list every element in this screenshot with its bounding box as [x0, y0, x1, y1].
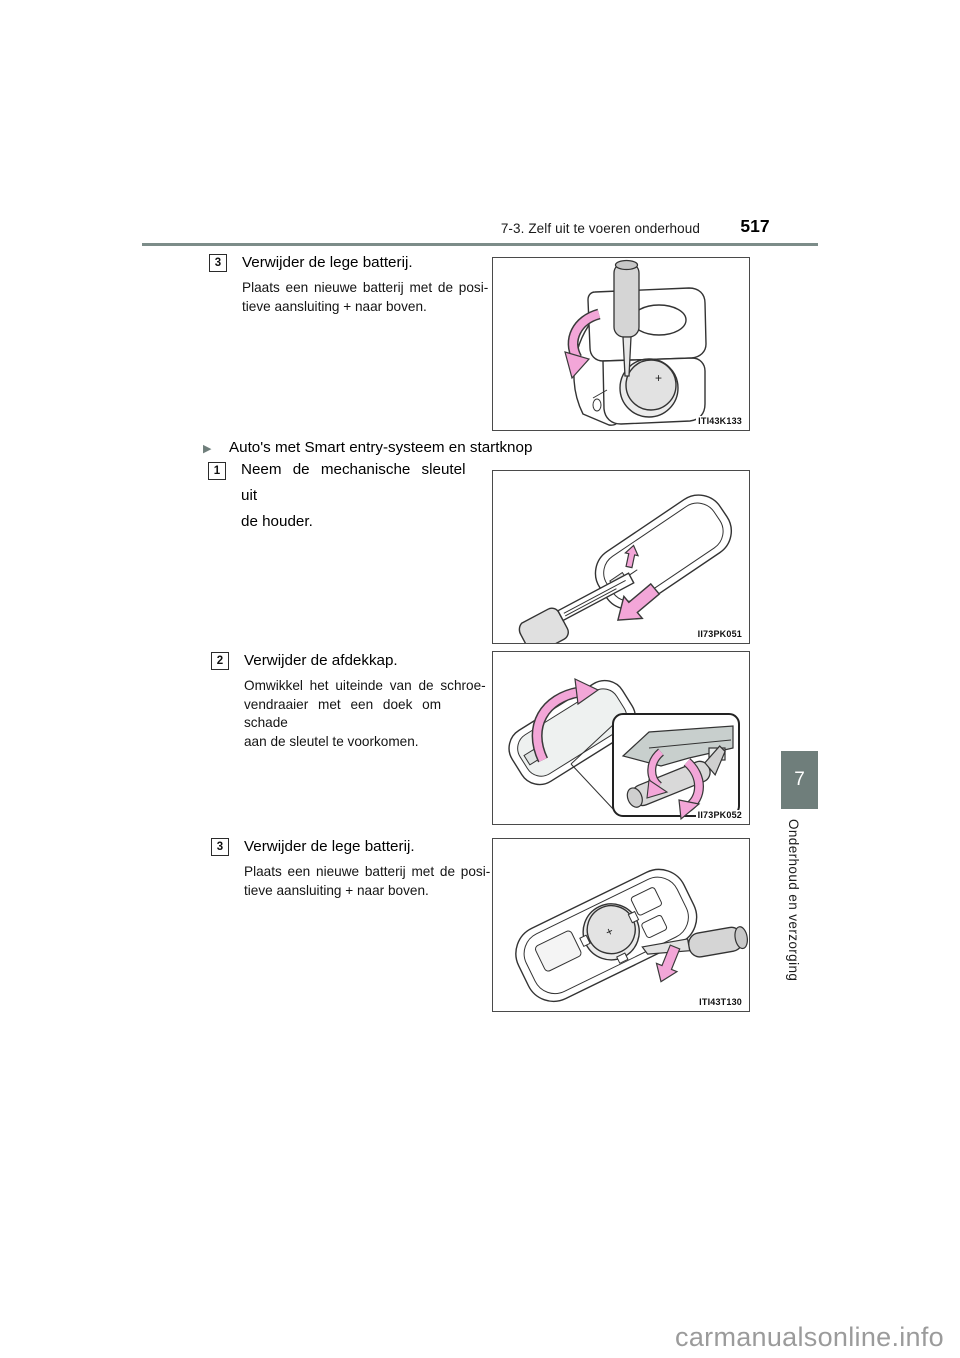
screwdriver-icon	[641, 926, 748, 958]
step-title-line: Neem de mechanische sleutel uit	[241, 461, 466, 504]
step-number-box: 3	[209, 254, 227, 272]
battery-plus-mark: +	[655, 371, 662, 385]
subsection-heading-text: Auto's met Smart entry-systeem en startk…	[229, 439, 533, 456]
chapter-title-vertical: Onderhoud en verzorging	[786, 819, 801, 982]
cover-removal-illustration	[508, 677, 740, 821]
right-triangle-bullet-icon: ▶	[203, 443, 212, 455]
body-line: tieve aansluiting + naar boven.	[244, 882, 429, 898]
step-title: Verwijder de afdekkap.	[244, 652, 398, 669]
body-line: Omwikkel het uiteinde van de schroe-	[244, 678, 486, 693]
chapter-tab: 7	[781, 751, 818, 809]
step-number-box: 3	[211, 838, 229, 856]
figure-smart-key-battery: + ITI43T130	[492, 838, 750, 1012]
header-section-title: 7-3. Zelf uit te voeren onderhoud	[500, 221, 700, 236]
body-line: vendraaier met een doek om schade	[244, 696, 442, 731]
pink-curved-arrow-icon	[531, 677, 600, 763]
figure-caption: ITI43K133	[696, 416, 742, 426]
pink-rotation-arrows-icon	[646, 748, 704, 821]
flip-key-battery-illustration: +	[564, 259, 707, 426]
smart-key-mechanical-key-illustration	[518, 494, 733, 643]
step-remove-mechanical-key: 1 Neem de mechanische sleutel uit de hou…	[208, 461, 488, 535]
header-page-number: 517	[740, 216, 770, 236]
step-number-box: 2	[211, 652, 229, 670]
body-line: Plaats een nieuwe batterij met de posi-	[242, 280, 489, 295]
body-line: tieve aansluiting + naar boven.	[242, 298, 427, 314]
step-body: Plaats een nieuwe batterij met de posi- …	[242, 279, 489, 316]
step-body: Omwikkel het uiteinde van de schroe- ven…	[244, 677, 491, 751]
watermark-text: carmanualsonline.info	[675, 1322, 944, 1352]
figure-caption: ITI43T130	[697, 997, 742, 1007]
header-rule	[142, 243, 818, 246]
step-title-line: de houder.	[241, 513, 313, 530]
step-remove-cover: 2 Verwijder de afdekkap. Omwikkel het ui…	[211, 651, 491, 751]
step-title: Verwijder de lege batterij.	[242, 254, 413, 271]
step-number-box: 1	[208, 462, 226, 480]
body-line: Plaats een nieuwe batterij met de posi-	[244, 864, 491, 879]
figure-caption: II73PK051	[695, 629, 742, 639]
figure-smart-key-mechanical-key: II73PK051	[492, 470, 750, 644]
smart-key-battery-illustration: +	[515, 868, 748, 1003]
body-line: aan de sleutel te voorkomen.	[244, 733, 419, 749]
figure-cover-removal: II73PK052	[492, 651, 750, 825]
figure-caption: II73PK052	[695, 810, 742, 820]
step-remove-battery-top: 3 Verwijder de lege batterij. Plaats een…	[209, 253, 489, 316]
pink-curved-arrow-icon	[564, 308, 601, 380]
screwdriver-icon	[613, 259, 640, 377]
figure-flip-key-battery: + ITI43K133	[492, 257, 750, 431]
step-remove-battery-smart: 3 Verwijder de lege batterij. Plaats een…	[211, 837, 491, 900]
mechanical-key-icon	[518, 572, 635, 643]
step-body: Plaats een nieuwe batterij met de posi- …	[244, 863, 491, 900]
step-title: Verwijder de lege batterij.	[244, 838, 415, 855]
